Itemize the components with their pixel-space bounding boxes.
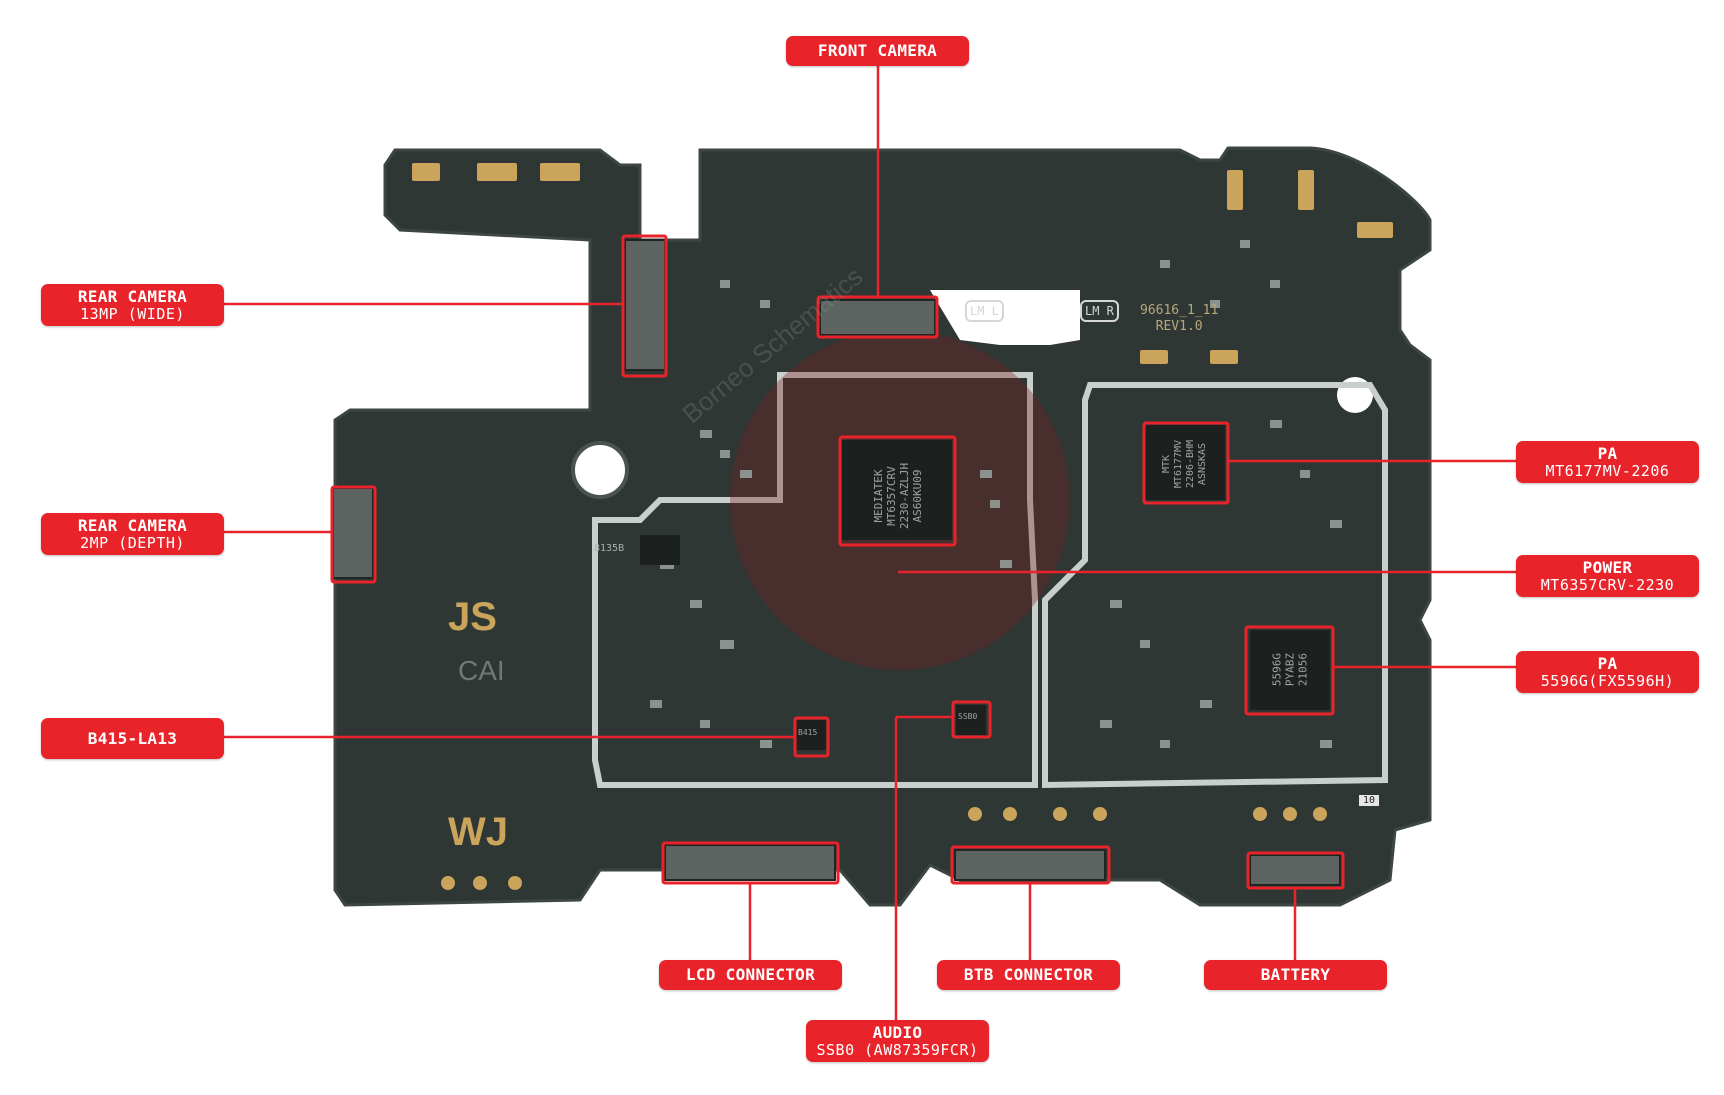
callout-b415: B415-LA13 [41, 718, 224, 759]
silkscreen-cai: CAI [458, 655, 505, 686]
chip-pa2-line1: 5596G [1270, 652, 1284, 687]
callout-b415-label: B415-LA13 [87, 728, 178, 748]
callout-pa-1-detail: MT6177MV-2206 [1545, 461, 1670, 480]
highlight-power [838, 435, 957, 547]
callout-rear-camera-wide: REAR CAMERA 13MP (WIDE) [41, 284, 224, 326]
chip-power-marking: MEDIATEK MT6357CRV 2230-AZLJH AS60KU09 [872, 436, 924, 556]
highlight-pa-2 [1244, 625, 1335, 716]
callout-rear-camera-depth-title: REAR CAMERA [77, 515, 188, 535]
silkscreen-js: JS [448, 595, 497, 639]
callout-battery-label: BATTERY [1260, 965, 1331, 984]
callout-power-title: POWER [1582, 557, 1633, 577]
chip-pa2-marking: 5596G PYABZ 21056 [1271, 630, 1310, 710]
highlight-rear-cam-depth [330, 485, 377, 584]
callout-btb-connector: BTB CONNECTOR [937, 960, 1120, 990]
chip-power-line4: AS60KU09 [911, 469, 924, 523]
callout-rear-camera-depth: REAR CAMERA 2MP (DEPTH) [41, 513, 224, 555]
callout-btb-connector-label: BTB CONNECTOR [963, 965, 1094, 984]
chip-ssb0-marking: SSB0 [958, 712, 978, 721]
chip-power-line2: MT6357CRV [885, 466, 898, 526]
chip-power-line1: MEDIATEK [872, 469, 885, 523]
shield-right [1042, 382, 1388, 789]
chip-pa1-line4: ASNSKAS [1197, 442, 1208, 486]
silkscreen-rev-line1: 96616_1_11 [1140, 303, 1219, 318]
chip-b415-marking: B415 [798, 728, 818, 737]
shield-left [592, 372, 1038, 788]
chip-pa1-line3: 2206-BHM [1185, 439, 1196, 489]
mounting-hole [571, 441, 629, 499]
silkscreen-8135: 8135B [594, 543, 625, 554]
chips [640, 425, 1330, 750]
callout-rear-camera-wide-title: REAR CAMERA [77, 286, 188, 306]
silkscreen-lm-left: LM L [965, 300, 1004, 322]
gold-pads [412, 163, 1393, 890]
chip-pa2-line2: PYABZ [1283, 652, 1297, 687]
callout-pa-2-title: PA [1597, 653, 1618, 673]
callout-rear-camera-wide-detail: 13MP (WIDE) [80, 304, 185, 323]
callout-audio-detail: SSB0 (AW87359FCR) [816, 1040, 979, 1059]
callout-audio-title: AUDIO [872, 1022, 923, 1042]
highlight-audio [951, 700, 992, 739]
connector-bodies [332, 239, 1341, 886]
chip-pa2-line3: 21056 [1296, 652, 1310, 687]
callout-power: POWER MT6357CRV-2230 [1516, 555, 1699, 597]
leader-lines [224, 62, 1516, 1020]
smd-components [650, 240, 1342, 748]
callout-battery: BATTERY [1204, 960, 1387, 990]
callout-lcd-connector: LCD CONNECTOR [659, 960, 842, 990]
callout-rear-camera-depth-detail: 2MP (DEPTH) [80, 533, 185, 552]
callout-lcd-connector-label: LCD CONNECTOR [685, 965, 816, 984]
silkscreen-rev: 96616_1_11 REV1.0 [1140, 303, 1218, 335]
callout-pa-1-title: PA [1597, 443, 1618, 463]
callout-pa-2: PA 5596G(FX5596H) [1516, 651, 1699, 693]
callout-pa-1: PA MT6177MV-2206 [1516, 441, 1699, 483]
silkscreen-part-10: 10 [1359, 795, 1380, 806]
chip-power-line3: 2230-AZLJH [898, 462, 911, 530]
callout-front-camera: FRONT CAMERA [786, 36, 969, 66]
silkscreen-wj: WJ [448, 810, 508, 854]
chip-pa1-marking: MTK MT6177MV 2206-BHM ASNSKAS [1161, 419, 1209, 509]
callout-front-camera-label: FRONT CAMERA [817, 41, 938, 60]
callout-pa-2-detail: 5596G(FX5596H) [1540, 671, 1675, 690]
chip-pa1-line2: MT6177MV [1173, 439, 1184, 489]
chip-pa1-line1: MTK [1161, 454, 1172, 474]
callout-power-detail: MT6357CRV-2230 [1540, 575, 1675, 594]
callout-audio: AUDIO SSB0 (AW87359FCR) [806, 1020, 989, 1062]
silkscreen-lm-right: LM R [1080, 300, 1119, 322]
highlight-rear-cam-wide [621, 234, 668, 378]
highlight-pa-1 [1142, 421, 1230, 505]
silkscreen-rev-line2: REV1.0 [1155, 319, 1203, 334]
